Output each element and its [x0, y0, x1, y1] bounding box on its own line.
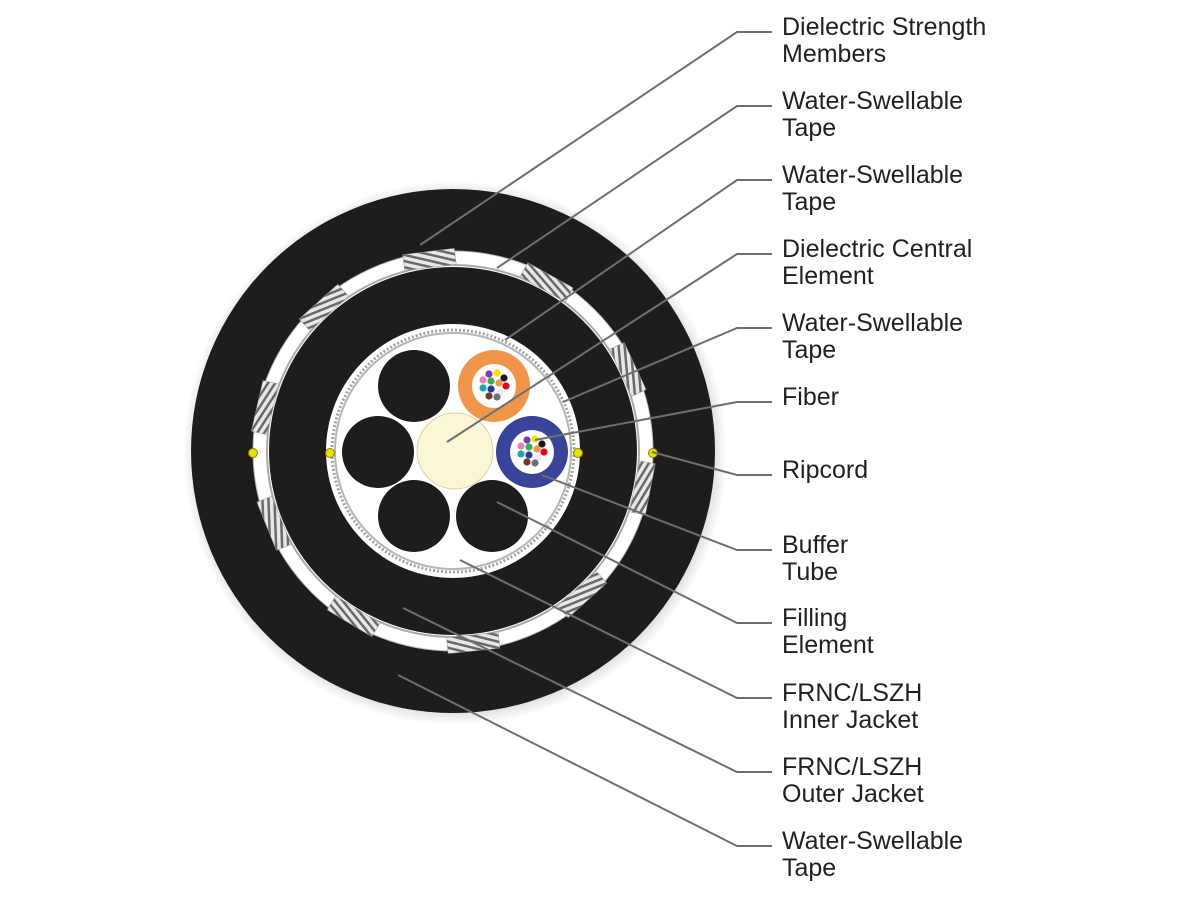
label-line: FRNC/LSZH — [782, 753, 923, 781]
label-line: Buffer — [782, 531, 849, 559]
label-line: Water-Swellable — [782, 827, 964, 855]
leader-line — [419, 31, 772, 246]
fiber — [493, 393, 501, 401]
fiber — [517, 450, 525, 458]
strength-member-patch — [298, 283, 349, 332]
filling-element — [342, 416, 414, 488]
label-line: Dielectric Strength — [782, 13, 987, 41]
label-line: Inner Jacket — [782, 706, 919, 734]
leader-line — [541, 474, 772, 551]
filling-element — [456, 480, 528, 552]
label-line: Water-Swellable — [782, 309, 964, 337]
fiber — [538, 440, 546, 448]
strength-member-patch — [326, 595, 381, 638]
label-line: Tape — [782, 336, 837, 364]
label-line: Element — [782, 631, 874, 659]
fiber — [533, 445, 541, 453]
fiber — [502, 382, 510, 390]
fiber — [523, 436, 531, 444]
label-line: Tape — [782, 188, 837, 216]
fiber — [525, 451, 533, 459]
buffer-tube — [496, 416, 568, 488]
label-line: Fiber — [782, 383, 839, 411]
fiber — [525, 443, 533, 451]
label-line: FRNC/LSZH — [782, 679, 923, 707]
label-line: Tape — [782, 114, 837, 142]
leader-line — [496, 105, 772, 269]
fiber — [479, 384, 487, 392]
leader-line — [446, 253, 772, 443]
fiber — [523, 458, 531, 466]
label-line: Outer Jacket — [782, 780, 924, 808]
label-line: Ripcord — [782, 456, 869, 484]
strength-member-patch — [629, 460, 656, 516]
dielectric-central-element — [416, 412, 494, 490]
dielectric-strength-members — [251, 248, 656, 654]
component-label: Ripcord — [782, 457, 868, 484]
ripcord — [325, 448, 335, 458]
leader-line — [402, 607, 772, 773]
component-label: Fiber — [782, 384, 839, 411]
strength-member-patch — [402, 248, 457, 271]
core-tape-inner — [334, 332, 572, 570]
leader-line — [562, 327, 772, 403]
filling-element — [378, 480, 450, 552]
strength-member-patch — [251, 380, 279, 436]
fiber — [479, 376, 487, 384]
fiber — [517, 442, 525, 450]
label-line: Tube — [782, 558, 839, 586]
strength-member-patch — [256, 495, 292, 551]
label-line: Water-Swellable — [782, 87, 964, 115]
label-line: Element — [782, 262, 874, 290]
fiber — [540, 448, 548, 456]
leader-line — [397, 674, 772, 847]
label-line: Water-Swellable — [782, 161, 964, 189]
leader-line — [504, 179, 772, 341]
label-line: Filling — [782, 604, 848, 632]
label-line: Tape — [782, 854, 837, 882]
filling-element — [378, 350, 450, 422]
strength-member-patch — [609, 342, 647, 397]
buffer-tube — [458, 350, 530, 422]
leader-line — [496, 501, 772, 624]
leader-line — [534, 401, 772, 441]
fiber — [495, 379, 503, 387]
fiber — [487, 377, 495, 385]
label-line: Dielectric Central — [782, 235, 973, 263]
leader-line — [651, 451, 772, 476]
ripcord — [248, 448, 258, 458]
ripcord — [573, 448, 583, 458]
core-subunits — [342, 350, 568, 552]
fiber — [500, 374, 508, 382]
fiber — [485, 370, 493, 378]
leader-lines — [397, 31, 772, 847]
fiber — [493, 369, 501, 377]
leader-line — [459, 559, 772, 699]
label-line: Members — [782, 40, 887, 68]
fiber — [487, 385, 495, 393]
fiber — [531, 459, 539, 467]
fiber — [485, 392, 493, 400]
